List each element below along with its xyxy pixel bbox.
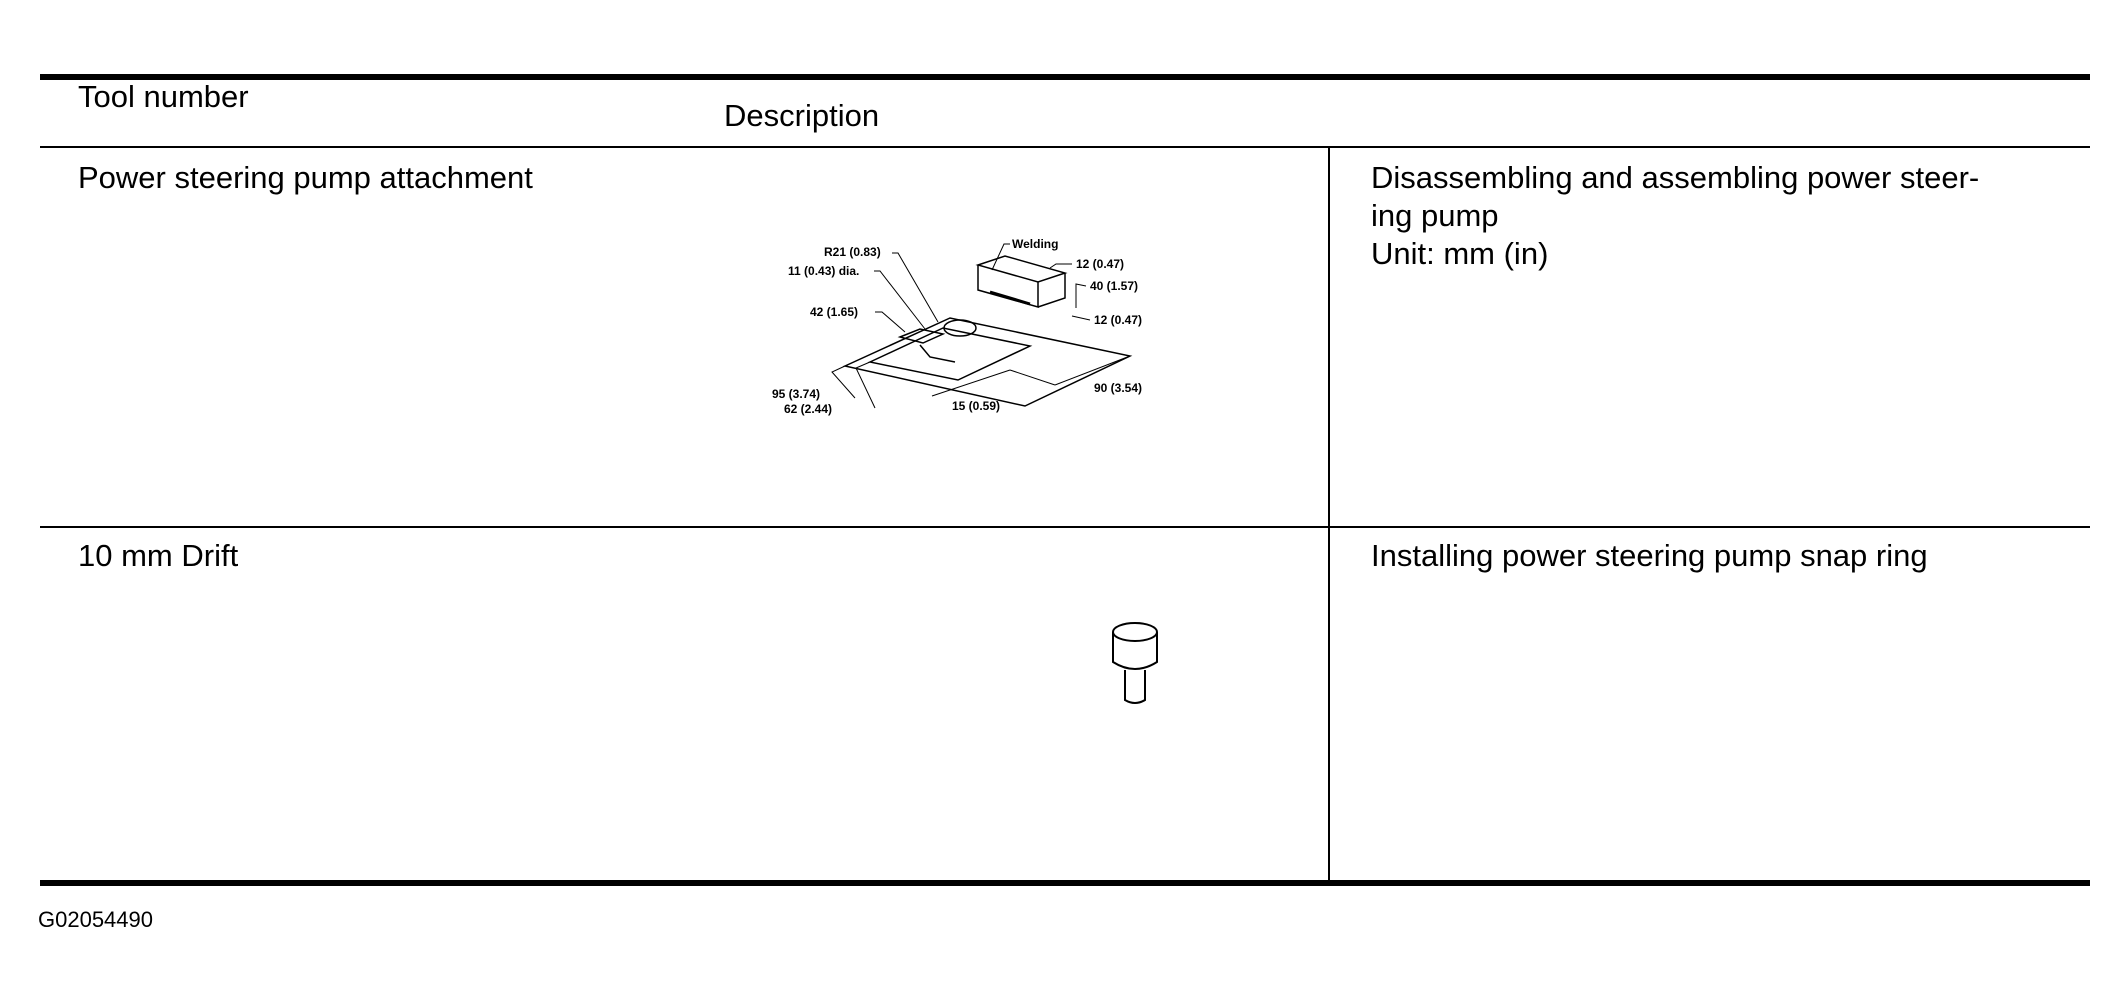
description-line: Disassembling and assembling power steer… xyxy=(1371,160,1980,195)
dim-label: 12 (0.47) xyxy=(1094,313,1142,327)
header-description: Description xyxy=(724,98,880,133)
dim-label: 42 (1.65) xyxy=(810,305,858,319)
figure-id: G02054490 xyxy=(38,907,153,932)
dim-label: R21 (0.83) xyxy=(824,245,881,259)
dim-label: 62 (2.44) xyxy=(784,402,832,416)
header-tool-number: Tool number xyxy=(78,79,249,114)
tool-name-drift: 10 mm Drift xyxy=(78,538,239,573)
tool-name-pump-attachment: Power steering pump attachment xyxy=(78,160,533,195)
dim-label: 11 (0.43) dia. xyxy=(788,264,859,278)
dim-label: 12 (0.47) xyxy=(1076,257,1124,271)
tool-description-pump-attachment: Disassembling and assembling power steer… xyxy=(1371,159,2071,273)
description-line: ing pump xyxy=(1371,198,1499,233)
dim-label: 90 (3.54) xyxy=(1094,381,1142,395)
dim-label: 40 (1.57) xyxy=(1090,279,1138,293)
table-bottom-rule xyxy=(40,880,2090,886)
dim-label: 15 (0.59) xyxy=(952,399,1000,413)
drift-drawing xyxy=(1112,622,1158,704)
dim-label: 95 (3.74) xyxy=(772,387,820,401)
column-divider xyxy=(1328,148,1330,881)
dim-label: Welding xyxy=(1012,237,1058,251)
pump-attachment-drawing: R21 (0.83) 11 (0.43) dia. 42 (1.65) Weld… xyxy=(772,237,1142,416)
header-rule xyxy=(40,146,2090,148)
table-top-rule xyxy=(40,74,2090,80)
description-line: Unit: mm (in) xyxy=(1371,236,1549,271)
row-divider xyxy=(40,526,2090,528)
tool-description-drift: Installing power steering pump snap ring xyxy=(1371,538,1928,573)
